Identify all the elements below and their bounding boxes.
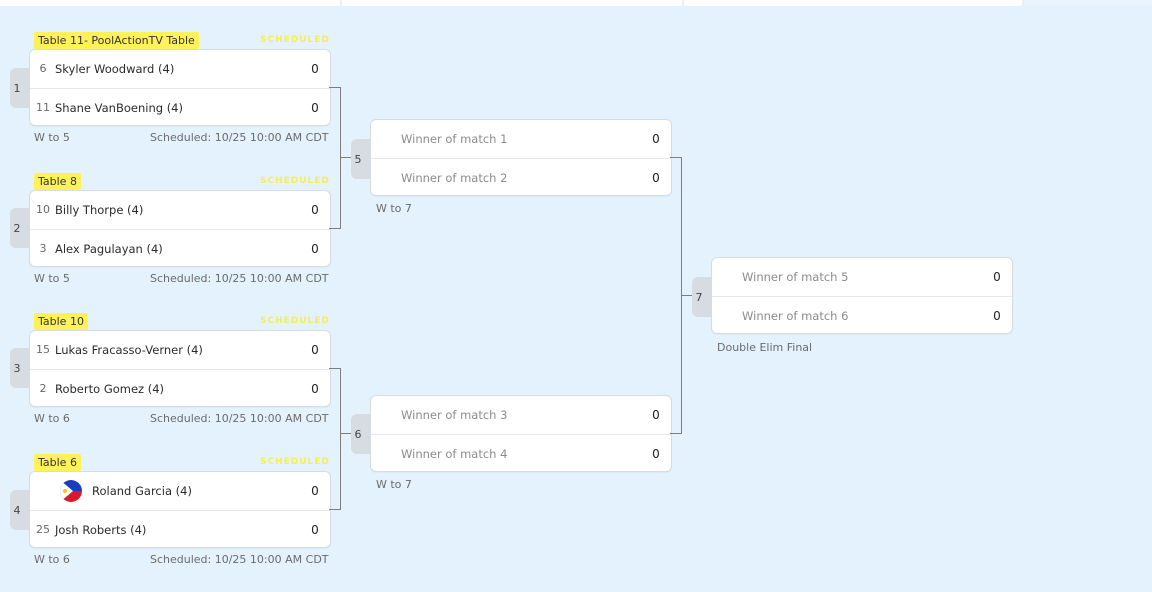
player-score: 0	[993, 269, 1001, 284]
race-to: W to 6	[34, 553, 70, 566]
player-seed: 3	[39, 242, 47, 255]
player-seed: 2	[39, 382, 47, 395]
bracket-connector	[340, 368, 341, 510]
top-tab-strip	[1024, 0, 1152, 6]
player-score: 0	[311, 241, 319, 256]
player-row[interactable]: 3 Alex Pagulayan (4) 0	[30, 229, 330, 267]
race-to: W to 7	[376, 202, 412, 215]
player-row[interactable]: Winner of match 4 0	[371, 434, 671, 472]
bracket-connector	[340, 87, 341, 229]
player-name[interactable]: Billy Thorpe (4)	[55, 202, 144, 217]
player-row[interactable]: 6 Skyler Woodward (4) 0	[30, 50, 330, 87]
player-row[interactable]: Winner of match 2 0	[371, 158, 671, 196]
player-row[interactable]: 2 Roberto Gomez (4) 0	[30, 369, 330, 407]
player-seed: 25	[36, 523, 50, 536]
race-to: W to 7	[376, 478, 412, 491]
player-score: 0	[311, 522, 319, 537]
player-name: Winner of match 5	[742, 269, 849, 284]
match-number: 6	[351, 414, 371, 454]
match-number: 3	[10, 348, 30, 388]
final-label: Double Elim Final	[717, 341, 813, 354]
player-row[interactable]: 10 Billy Thorpe (4) 0	[30, 191, 330, 228]
player-name[interactable]: Roberto Gomez (4)	[55, 381, 165, 396]
match-card[interactable]: Winner of match 3 0 Winner of match 4 0	[370, 395, 672, 472]
player-row[interactable]: 25 Josh Roberts (4) 0	[30, 510, 330, 548]
player-row[interactable]: Winner of match 6 0	[712, 296, 1012, 334]
bracket-connector	[670, 433, 682, 434]
match-number: 4	[10, 490, 30, 530]
bracket-connector	[341, 433, 351, 434]
top-tab-strip	[342, 0, 682, 6]
philippines-flag-icon	[60, 479, 82, 502]
match-number: 5	[351, 139, 371, 179]
bracket-connector	[329, 368, 341, 369]
match-card[interactable]: Winner of match 5 0 Winner of match 6 0	[711, 257, 1013, 334]
player-name: Winner of match 3	[401, 407, 508, 422]
player-score: 0	[311, 100, 319, 115]
player-seed: 15	[36, 343, 50, 356]
match-card[interactable]: Winner of match 1 0 Winner of match 2 0	[370, 119, 672, 196]
match-card[interactable]: Roland Garcia (4) 0 25 Josh Roberts (4) …	[29, 471, 331, 548]
player-score: 0	[652, 170, 660, 185]
player-seed: 10	[36, 203, 50, 216]
match-status: SCHEDULED	[260, 176, 330, 186]
scheduled-time: Scheduled: 10/25 10:00 AM CDT	[150, 412, 329, 425]
bracket-connector	[670, 157, 682, 158]
player-row[interactable]: 11 Shane VanBoening (4) 0	[30, 88, 330, 126]
race-to: W to 5	[34, 272, 70, 285]
bracket-connector	[681, 157, 682, 434]
player-row[interactable]: 15 Lukas Fracasso-Verner (4) 0	[30, 331, 330, 368]
scheduled-time: Scheduled: 10/25 10:00 AM CDT	[150, 131, 329, 144]
player-score: 0	[311, 381, 319, 396]
player-score: 0	[652, 407, 660, 422]
table-tag: Table 10	[34, 313, 88, 330]
match-number: 7	[692, 277, 712, 317]
bracket-connector	[329, 87, 341, 88]
player-name: Winner of match 6	[742, 308, 849, 323]
player-name[interactable]: Josh Roberts (4)	[55, 522, 147, 537]
player-score: 0	[311, 61, 319, 76]
match-card[interactable]: 15 Lukas Fracasso-Verner (4) 0 2 Roberto…	[29, 330, 331, 407]
table-tag: Table 6	[34, 454, 81, 471]
match-number: 2	[10, 208, 30, 248]
player-score: 0	[311, 483, 319, 498]
match-status: SCHEDULED	[260, 316, 330, 326]
match-status: SCHEDULED	[260, 35, 330, 45]
scheduled-time: Scheduled: 10/25 10:00 AM CDT	[150, 553, 329, 566]
player-name: Winner of match 2	[401, 170, 508, 185]
player-name[interactable]: Roland Garcia (4)	[92, 483, 192, 498]
player-score: 0	[652, 131, 660, 146]
race-to: W to 5	[34, 131, 70, 144]
player-row[interactable]: Winner of match 5 0	[712, 258, 1012, 295]
bracket-connector	[329, 509, 341, 510]
player-name: Winner of match 4	[401, 446, 508, 461]
player-seed: 6	[39, 62, 47, 75]
match-card[interactable]: 10 Billy Thorpe (4) 0 3 Alex Pagulayan (…	[29, 190, 331, 267]
match-card[interactable]: 6 Skyler Woodward (4) 0 11 Shane VanBoen…	[29, 49, 331, 126]
player-name[interactable]: Lukas Fracasso-Verner (4)	[55, 342, 203, 357]
player-row[interactable]: Winner of match 3 0	[371, 396, 671, 433]
player-name: Winner of match 1	[401, 131, 508, 146]
player-name[interactable]: Skyler Woodward (4)	[55, 61, 175, 76]
match-status: SCHEDULED	[260, 457, 330, 467]
race-to: W to 6	[34, 412, 70, 425]
table-tag: Table 11- PoolActionTV Table	[34, 32, 199, 49]
player-name[interactable]: Alex Pagulayan (4)	[55, 241, 163, 256]
player-score: 0	[652, 446, 660, 461]
player-row[interactable]: Winner of match 1 0	[371, 120, 671, 157]
bracket-connector	[682, 295, 692, 296]
bracket-connector	[341, 157, 351, 158]
match-number: 1	[10, 68, 30, 108]
player-row[interactable]: Roland Garcia (4) 0	[30, 472, 330, 509]
player-score: 0	[993, 308, 1001, 323]
scheduled-time: Scheduled: 10/25 10:00 AM CDT	[150, 272, 329, 285]
player-seed: 11	[36, 101, 50, 114]
table-tag: Table 8	[34, 173, 81, 190]
bracket-connector	[329, 228, 341, 229]
player-name[interactable]: Shane VanBoening (4)	[55, 100, 183, 115]
top-tab-strip	[0, 0, 340, 6]
player-score: 0	[311, 202, 319, 217]
player-score: 0	[311, 342, 319, 357]
top-tab-strip	[684, 0, 1022, 6]
